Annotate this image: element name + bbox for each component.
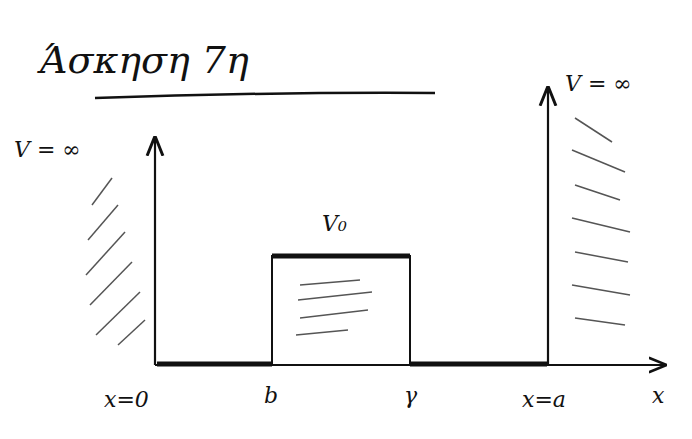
wall-hatching — [86, 178, 145, 345]
potential-barrier — [272, 256, 410, 365]
axis-tick-label: x=0 — [104, 388, 149, 412]
axis-name: x — [652, 384, 664, 408]
infinite-wall — [547, 88, 549, 365]
exercise-title: Άσκηση 7η — [40, 40, 249, 82]
title-underline — [95, 93, 435, 98]
axis-tick-label: b — [264, 384, 278, 408]
axis-tick-label: γ — [404, 384, 417, 408]
potential-label: V₀ — [322, 212, 347, 236]
potential-label: V = ∞ — [14, 138, 81, 162]
potential-floor — [157, 362, 272, 367]
potential-label: V = ∞ — [565, 72, 632, 96]
barrier-hatching — [296, 280, 372, 335]
wall-hatching — [572, 118, 630, 325]
potential-floor — [410, 362, 547, 367]
axis-tick-label: x=a — [522, 388, 566, 412]
barrier-top — [272, 254, 410, 259]
infinite-wall — [154, 138, 156, 365]
